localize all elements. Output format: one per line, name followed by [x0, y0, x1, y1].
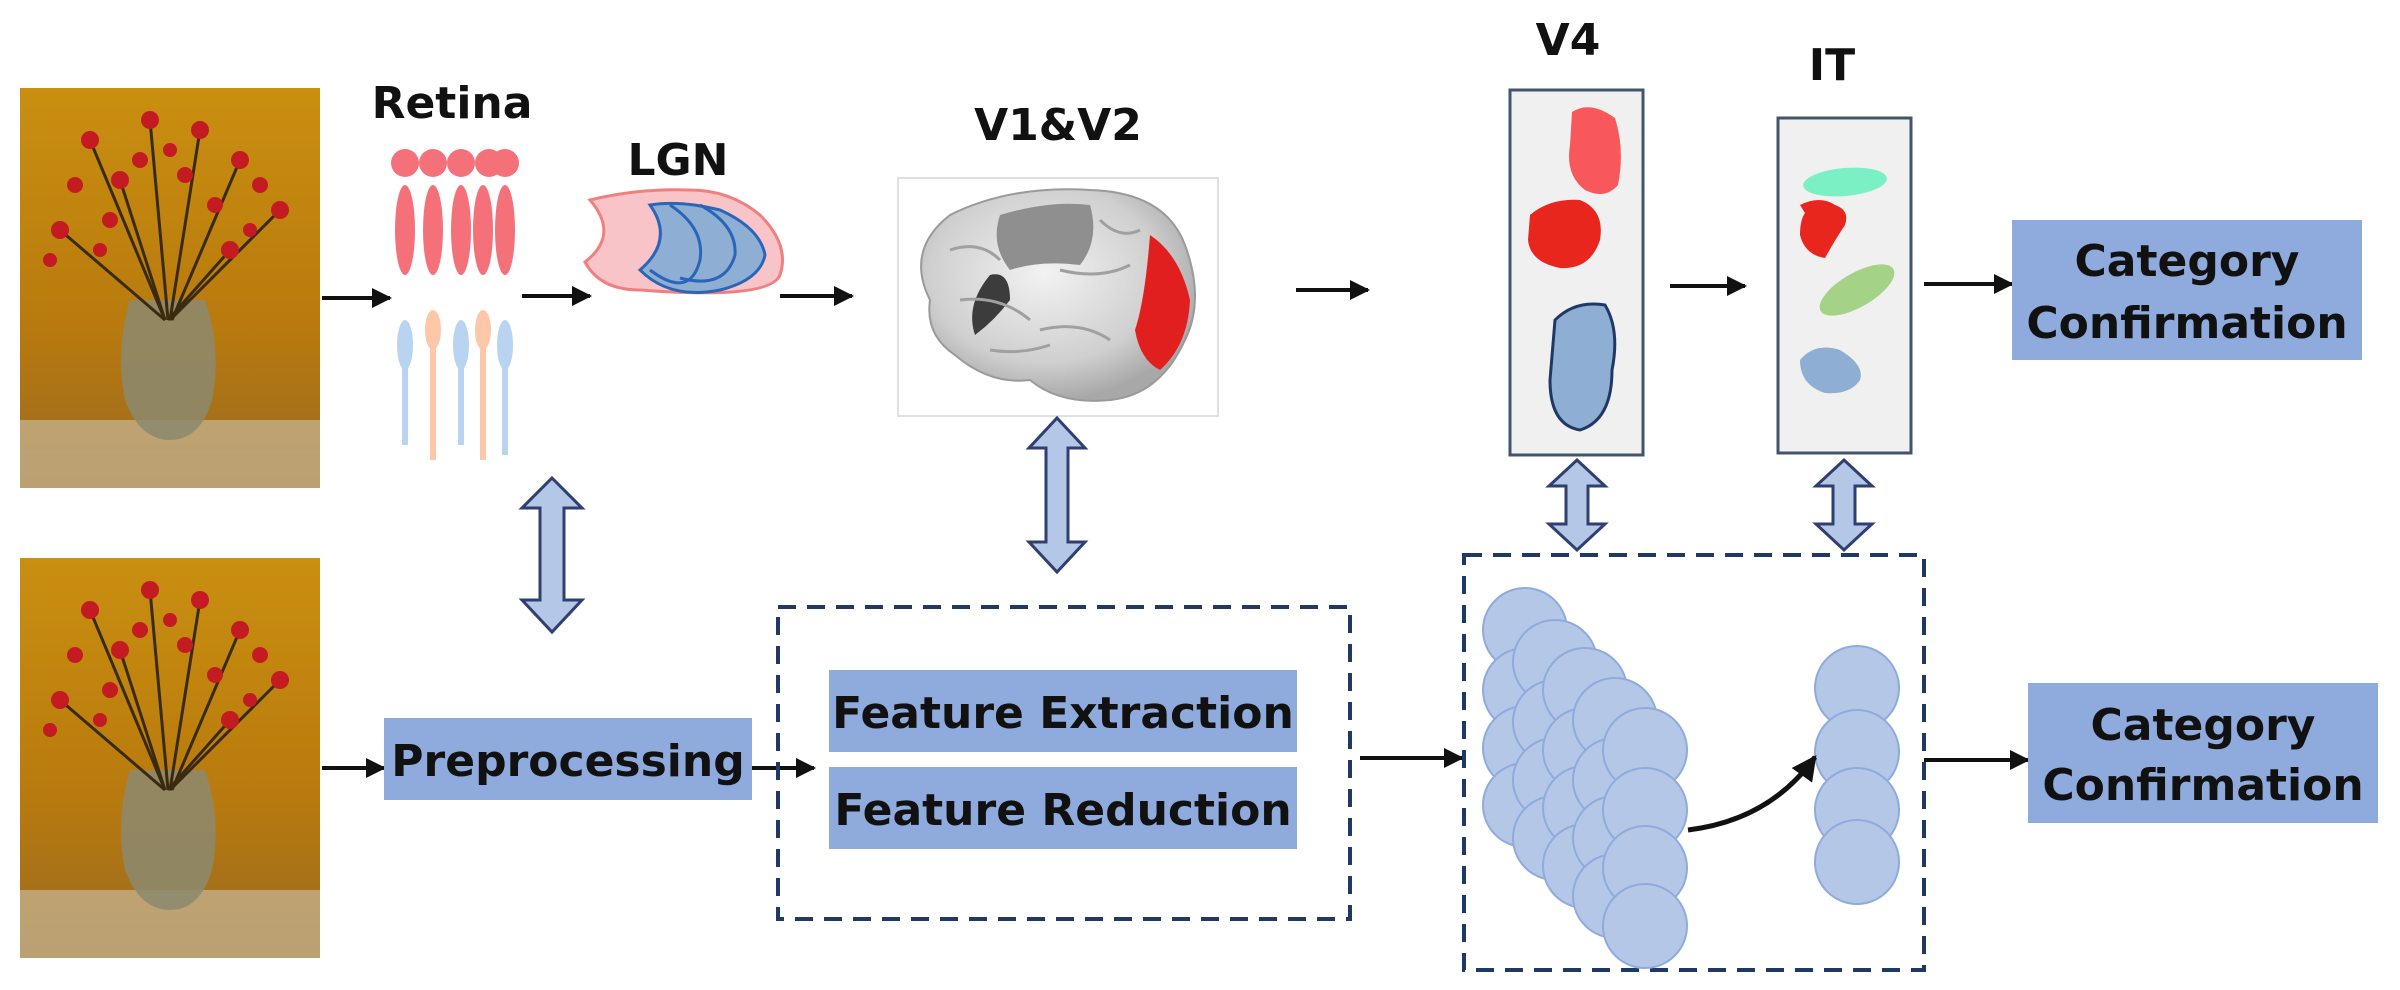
retina-cells — [391, 149, 519, 460]
double-arrow-retina — [518, 475, 586, 635]
svg-text:Preprocessing: Preprocessing — [391, 736, 744, 787]
svg-text:Category: Category — [2075, 236, 2300, 287]
top-flow-arrows — [322, 274, 2014, 308]
svg-text:Feature Extraction: Feature Extraction — [832, 688, 1294, 739]
it-panel — [1776, 116, 1913, 455]
preprocessing-box: Preprocessing — [384, 718, 752, 800]
feature-dashed-container — [776, 605, 1352, 921]
v1v2-label: V1&V2 — [974, 100, 1142, 151]
bottom-flow-arrows — [322, 748, 2030, 778]
svg-text:Confirmation: Confirmation — [2042, 760, 2363, 811]
it-label: IT — [1809, 40, 1855, 91]
double-arrows — [518, 415, 1876, 635]
double-arrow-it — [1812, 457, 1876, 553]
double-arrow-v1v2 — [1025, 415, 1089, 575]
flower-photo-top — [20, 88, 320, 488]
brain-image — [897, 177, 1219, 417]
flower-photo-bottom — [20, 558, 320, 958]
svg-text:Feature Reduction: Feature Reduction — [834, 785, 1291, 836]
v4-label: V4 — [1536, 15, 1601, 66]
network-output-layer — [1814, 645, 1900, 905]
network-connection-arrow — [1687, 754, 1818, 833]
svg-text:Confirmation: Confirmation — [2026, 298, 2347, 349]
feature-extraction-box: Feature Extraction — [829, 670, 1297, 752]
network-dashed-container — [1462, 553, 1926, 972]
retina-label: Retina — [372, 78, 533, 129]
double-arrow-v4 — [1545, 457, 1609, 553]
category-confirmation-box-bottom: Category Confirmation — [2028, 683, 2378, 823]
v4-panel — [1508, 88, 1645, 457]
lgn-shape — [583, 188, 784, 295]
network-layers — [1482, 587, 1688, 969]
category-confirmation-box-top: Category Confirmation — [2012, 220, 2362, 360]
lgn-label: LGN — [628, 135, 729, 186]
feature-reduction-box: Feature Reduction — [829, 767, 1297, 849]
svg-text:Category: Category — [2091, 700, 2316, 751]
